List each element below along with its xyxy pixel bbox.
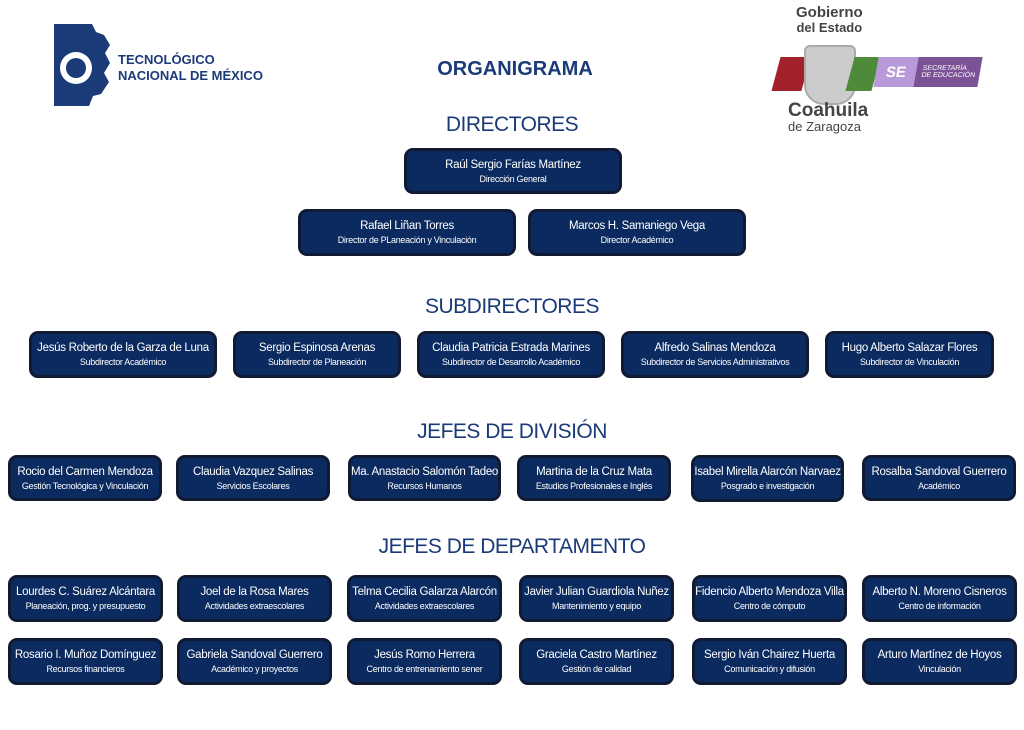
tecnm-gear-icon (54, 24, 110, 106)
person-role: Director Académico (600, 235, 674, 245)
person-name: Martina de la Cruz Mata (536, 465, 652, 478)
person-name: Rosario I. Muñoz Domínguez (14, 649, 157, 661)
person-name: Sergio Iván Chairez Huerta (704, 649, 835, 661)
person-role: Actividades extraescolares (204, 601, 305, 611)
person-role: Actividades extraescolares (374, 601, 475, 611)
logo-coahuila: Coahuila (788, 100, 869, 121)
person-role: Estudios Profesionales e Inglés (535, 480, 653, 491)
person-role: Académico (918, 480, 960, 491)
person-role: Subdirector de Desarrollo Académico (441, 357, 581, 367)
person-name: Alberto N. Moreno Cisneros (872, 586, 1007, 598)
se-line2: DE EDUCACIÓN (920, 72, 976, 79)
person-role: Subdirector de Servicios Administrativos (640, 357, 790, 367)
person-role: Gestión de calidad (561, 664, 632, 674)
person-name: Claudia Patricia Estrada Marines (432, 342, 590, 354)
person-name: Jesús Roberto de la Garza de Luna (37, 342, 209, 354)
heading-jefes-departamento: JEFES DE DEPARTAMENTO (378, 535, 646, 558)
person-role: Recursos Humanos (387, 480, 462, 491)
person-role: Subdirector de Vinculación (859, 357, 960, 367)
person-name: Fidencio Alberto Mendoza Villa (695, 586, 844, 598)
person-name: Rocio del Carmen Mendoza (17, 465, 153, 478)
person-role: Servicios Escolares (216, 480, 290, 491)
person-role: Subdirector de Planeación (267, 357, 367, 367)
person-name: Telma Cecilia Galarza Alarcón (352, 586, 497, 598)
person-role: Centro de cómputo (733, 601, 806, 611)
person-name: Joel de la Rosa Mares (200, 586, 309, 598)
se-line1: SECRETARÍA (922, 65, 968, 72)
person-role: Director de PLaneación y Vinculación (337, 235, 477, 245)
person-name: Arturo Martínez de Hoyos (877, 649, 1002, 661)
se-label: SE (873, 57, 919, 87)
logo-estado: del Estado (796, 20, 863, 35)
person-name: Claudia Vazquez Salinas (192, 465, 314, 478)
coat-of-arms-icon (804, 45, 856, 105)
person-name: Rosalba Sandoval Guerrero (871, 465, 1007, 478)
person-role: Centro de entrenamiento sener (366, 664, 483, 674)
heading-jefes-division: JEFES DE DIVISIÓN (417, 420, 607, 443)
person-name: Graciela Castro Martínez (536, 649, 657, 661)
person-name: Isabel Mirella Alarcón Narvaez (694, 466, 841, 478)
person-role: Gestión Tecnológica y Vinculación (21, 480, 149, 491)
person-name: Javier Julian Guardiola Nuñez (524, 586, 669, 598)
logo-zaragoza: de Zaragoza (788, 119, 861, 134)
person-name: Raúl Sergio Farías Martínez (445, 158, 581, 171)
logo-text-2: NACIONAL DE MÉXICO (118, 68, 263, 83)
logo-gobierno: Gobierno (796, 4, 863, 21)
person-role: Subdirector Académico (79, 357, 167, 367)
person-name: Lourdes C. Suárez Alcántara (16, 586, 155, 598)
person-role: Comunicación y difusión (724, 664, 815, 674)
person-role: Dirección General (479, 173, 547, 184)
person-name: Ma. Anastacio Salomón Tadeo (350, 465, 499, 478)
person-name: Sergio Espinosa Arenas (258, 342, 376, 354)
person-role: Recursos financieros (46, 664, 125, 674)
person-name: Rafael Liñan Torres (360, 220, 454, 232)
person-role: Posgrado e investigación (720, 481, 815, 491)
heading-directores: DIRECTORES (445, 113, 579, 136)
person-name: Marcos H. Samaniego Vega (569, 220, 705, 232)
person-name: Hugo Alberto Salazar Flores (841, 342, 978, 354)
person-role: Académico y proyectos (211, 664, 298, 674)
person-name: Alfredo Salinas Mendoza (654, 342, 776, 354)
person-name: Gabriela Sandoval Guerrero (186, 649, 323, 661)
person-role: Planeación, prog. y presupuesto (25, 601, 146, 611)
heading-subdirectores: SUBDIRECTORES (425, 295, 599, 318)
page-title: ORGANIGRAMA (437, 58, 593, 80)
logo-text-1: TECNOLÓGICO (118, 52, 215, 67)
person-role: Mantenimiento y equipo (552, 601, 641, 611)
person-role: Vinculación (918, 664, 961, 674)
person-role: Centro de información (898, 601, 981, 611)
person-name: Jesús Romo Herrera (374, 649, 475, 661)
